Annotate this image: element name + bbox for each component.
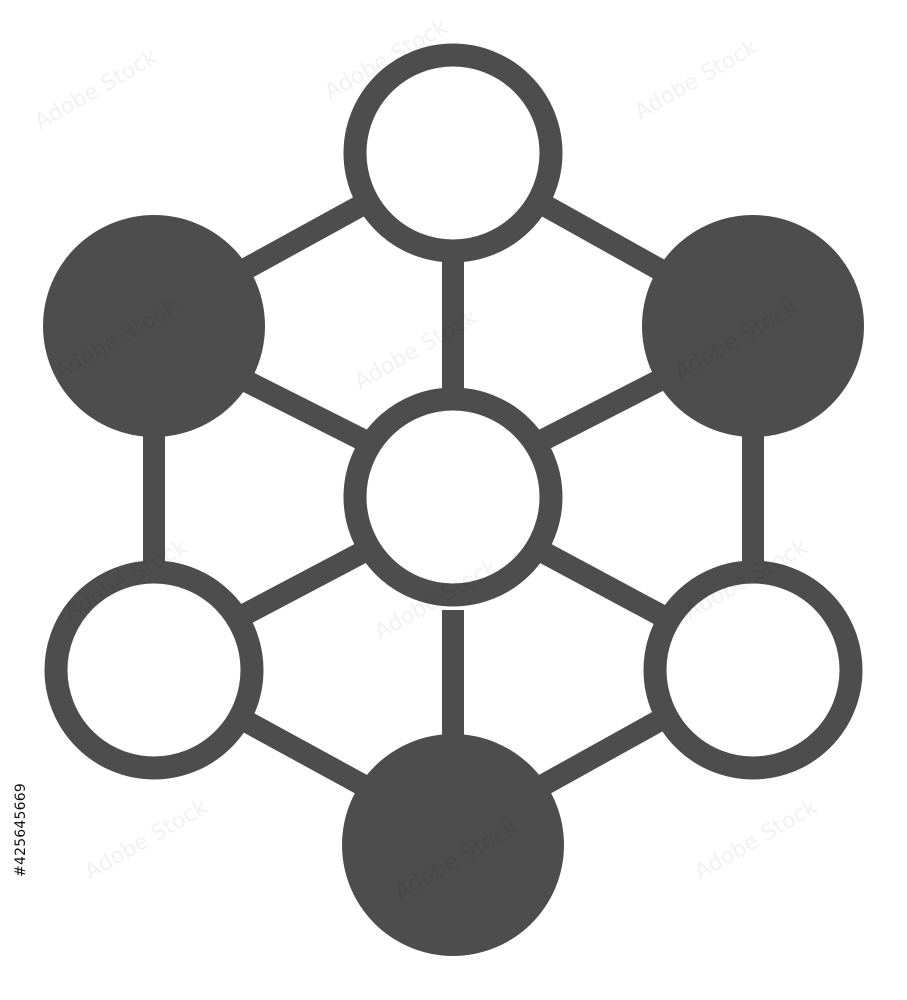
node-bottom-filled-circle (342, 734, 564, 956)
node-lower-right-hollow-circle (643, 560, 863, 780)
node-top-hollow-circle (343, 43, 563, 263)
bond-top-upper-left (234, 195, 368, 282)
node-upper-right-filled-circle (642, 215, 864, 437)
bond-lower-right-bottom (532, 708, 670, 798)
watermark-text: Adobe Stock (691, 795, 823, 886)
node-center-hollow-circle (343, 387, 563, 607)
bond-center-lower-left (234, 541, 371, 627)
filled-nodes (43, 215, 864, 956)
bond-center-upper-right (535, 368, 670, 451)
watermark-text: Adobe Stock (31, 45, 163, 136)
bond-center-lower-right (535, 541, 670, 627)
stock-id-label: #425645669 (8, 755, 34, 905)
bond-top-upper-right (538, 195, 670, 282)
watermark-text: Adobe Stock (631, 35, 763, 126)
node-upper-left-filled-circle (43, 215, 265, 437)
bond-lower-left-bottom (234, 708, 374, 798)
watermark-text: Adobe Stock (81, 795, 213, 886)
stock-id-text: #425645669 (13, 783, 29, 877)
hollow-nodes (44, 43, 863, 780)
node-lower-left-hollow-circle (44, 560, 264, 780)
bond-center-upper-left (235, 368, 370, 451)
bond-lines (143, 195, 764, 798)
